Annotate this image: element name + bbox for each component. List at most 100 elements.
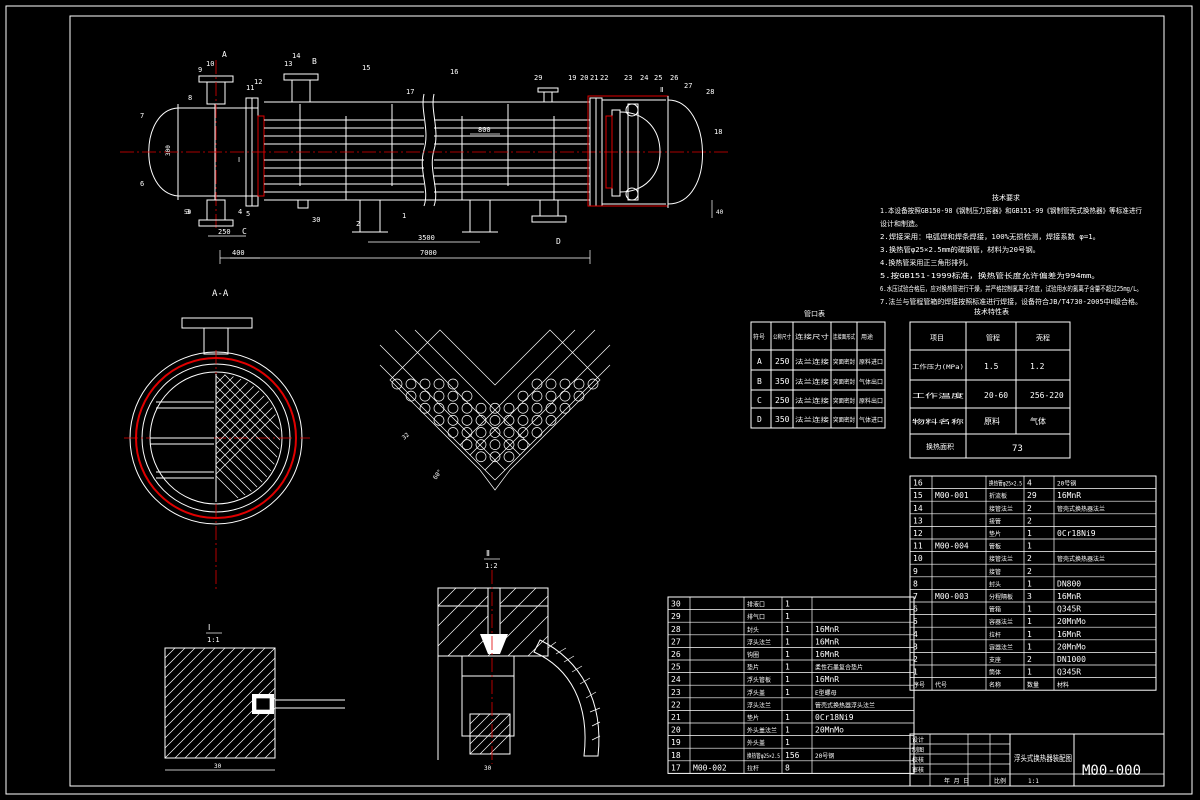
detail-i-view: Ⅰ 1:1 30 [164, 623, 345, 771]
bom-cell: 20MnMo [1057, 642, 1086, 651]
balloon-15: 15 [362, 64, 370, 72]
bom-cell: 管壳式换热器法兰 [1057, 555, 1105, 563]
tech-req-title: 技术要求 [992, 193, 1020, 202]
detail-i-label-scale: 1:1 [207, 636, 220, 644]
bom-cell: M00-002 [693, 763, 727, 772]
bom-cell: 0Cr18Ni9 [1057, 529, 1096, 538]
bom-cell: 3 [1027, 592, 1032, 601]
bom-cell: 1 [1027, 579, 1032, 588]
title-row-3: 审核 [912, 766, 924, 774]
tube-hole [475, 402, 487, 414]
bom-cell: 封头 [989, 580, 1001, 588]
tube-hole [517, 415, 529, 426]
bom-cell: DN800 [1057, 579, 1081, 588]
bom-cell: 18 [671, 751, 681, 760]
bom-cell: 16MnR [815, 675, 839, 684]
detail-ii-label-scale: 1:2 [485, 562, 498, 570]
bom-cell: 1 [1027, 605, 1032, 614]
balloon-5: 5 [246, 210, 250, 218]
balloon-26: 26 [670, 74, 678, 82]
tube-hole [489, 402, 501, 414]
tube-hole [559, 390, 571, 402]
bom-cell: 2 [1027, 567, 1032, 576]
tech-req-line-2: 2.焊接采用：电弧焊和焊条焊接，100%无损检测，焊接系数 φ=1。 [880, 232, 1100, 241]
tube-hole [545, 402, 557, 414]
nozzle-cell: 法兰连接 [795, 416, 829, 424]
tech-req-line-1b: 设计和制造。 [880, 219, 922, 228]
bom-cell: 接管法兰 [989, 505, 1013, 513]
spec-header-0: 项目 [930, 334, 944, 342]
bom-cell: 23 [671, 688, 681, 697]
section-aa-view: A-A [124, 289, 310, 590]
elevation-view: 7000 3500 250 400 800 300 40 50 A B C D … [120, 50, 730, 264]
bom-cell: 外头盖 [747, 739, 765, 747]
bom-cell: 11 [913, 542, 923, 551]
nozzle-cell: B [757, 377, 762, 386]
bom-cell: 1 [1027, 630, 1032, 639]
bom-cell: 20号钢 [815, 752, 834, 760]
nozzle-d [539, 199, 559, 217]
bom-cell: 1 [913, 668, 918, 677]
right-head [667, 99, 703, 205]
bom-cell: 9 [913, 567, 918, 576]
bom-cell: 浮头法兰 [747, 638, 771, 646]
balloon-21: 21 [590, 74, 598, 82]
tube-hole [405, 390, 417, 402]
nozzle-table-title: 管口表 [804, 309, 825, 318]
balloon-19: 19 [568, 74, 576, 82]
title-row-1: 制图 [912, 746, 924, 754]
tube-hole [447, 402, 459, 414]
nozzle-cell: 250 [775, 357, 790, 366]
balloon-18: 18 [714, 128, 722, 136]
tube-hole [545, 390, 557, 402]
bom-cell: 垫片 [747, 664, 759, 672]
detail-ii-view: Ⅱ 1:2 30 [437, 549, 601, 772]
section-aa-label: A-A [212, 289, 229, 299]
tube-hole [447, 427, 459, 438]
balloon-6: 6 [140, 180, 144, 188]
part-balloons: 1 2 3 4 5 6 7 8 9 10 11 12 13 14 15 16 1… [140, 52, 722, 228]
tube-hole [545, 378, 557, 390]
tube-hole [503, 402, 515, 414]
bom-cell: 拉杆 [747, 764, 759, 772]
bom-cell: 0Cr18Ni9 [815, 713, 854, 722]
nozzle-cell: 突面密封 [833, 416, 855, 424]
bom-cell: 排液口 [747, 601, 765, 609]
dim-overall: 7000 [420, 249, 437, 257]
spec-cell: 工作压力(MPa) [912, 363, 964, 371]
spec-last-label: 换热面积 [926, 442, 954, 451]
tube-hole [489, 439, 501, 450]
bom-header-cell: 名称 [989, 681, 1001, 689]
bom-cell: 16MnR [815, 625, 839, 634]
nozzle-header-1: 公称尺寸 [773, 333, 791, 341]
spec-cell: 256-220 [1030, 391, 1064, 400]
tube-hole [433, 415, 445, 426]
bom-cell: 换热管φ25×2.5 [747, 752, 780, 760]
bom-cell: 2 [1027, 655, 1032, 664]
bom-cell: 排气口 [747, 613, 765, 621]
bom-cell: 20号钢 [1057, 480, 1076, 488]
bom-cell: E型螺母 [815, 689, 837, 697]
tube-hole [531, 402, 543, 414]
tech-req-line-6: 6.水压试验合格后，应对换热管进行干燥，并严格控制氯离子浓度，试验用水的氯离子含… [880, 284, 1142, 293]
drawing-number: M00-000 [1082, 763, 1141, 779]
nozzle-cell: 法兰连接 [795, 358, 829, 366]
bom-header-cell: 序号 [913, 681, 925, 689]
dim-middle: 800 [478, 126, 491, 134]
balloon-1: 1 [402, 212, 406, 220]
bom-cell: 20 [671, 726, 681, 735]
nozzle-cell: 250 [775, 396, 790, 405]
balloon-8: 8 [188, 94, 192, 102]
balloon-7: 7 [140, 112, 144, 120]
bom-cell: 浮头管板 [747, 676, 771, 684]
nozzle-header-0: 符号 [753, 333, 765, 341]
bom-cell: 29 [671, 612, 681, 621]
detail-ii-label-top: Ⅱ [486, 549, 490, 558]
nozzle-cell: A [757, 357, 762, 366]
balloon-14: 14 [292, 52, 300, 60]
drawing-name: 浮头式换热器装配图 [1014, 753, 1072, 763]
balloon-23: 23 [624, 74, 632, 82]
